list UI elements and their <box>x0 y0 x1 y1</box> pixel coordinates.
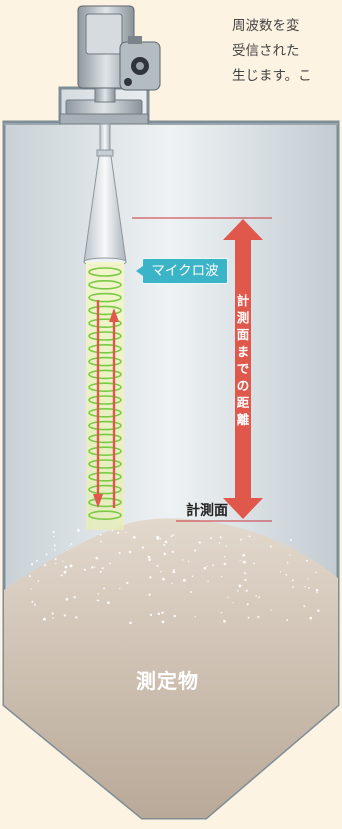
microwave-ring <box>88 279 122 290</box>
microwave-ring <box>88 484 122 495</box>
radar-sensor <box>59 5 161 125</box>
distance-label: 計測面までの距離 <box>236 293 250 427</box>
microwave-ring <box>88 459 122 469</box>
double-arrow-icon <box>223 219 263 519</box>
microwave-beam <box>86 262 124 530</box>
microwave-ring <box>88 382 122 393</box>
microwave-ring <box>88 356 122 367</box>
microwave-ring <box>88 331 122 341</box>
microwave-ring <box>88 471 122 482</box>
microwave-ring <box>88 267 122 277</box>
microwave-ring <box>88 446 122 457</box>
microwave-ring <box>88 395 122 405</box>
microwave-ring <box>88 433 122 444</box>
distance-indicator <box>132 217 272 522</box>
description-text: 周波数を変 受信された 生じます。こ <box>232 14 342 89</box>
reflection-arrows <box>93 300 119 508</box>
microwave-ring <box>88 292 122 303</box>
microwave-ring <box>88 318 122 329</box>
description-line: 生じます。こ <box>232 68 312 84</box>
microwave-ring <box>88 305 122 316</box>
description-line: 受信された <box>232 43 300 59</box>
description-line: 周波数を変 <box>232 18 300 34</box>
microwave-ring <box>88 497 122 508</box>
microwave-ring <box>88 343 122 354</box>
arrow-up-icon <box>109 308 119 322</box>
microwave-ring <box>88 407 122 418</box>
measurement-surface-label: 計測面 <box>186 503 228 519</box>
material-label: 測定物 <box>136 669 199 693</box>
arrow-down-icon <box>93 494 103 508</box>
microwave-ring <box>88 420 122 431</box>
microwave-ring <box>88 369 122 380</box>
microwave-ring <box>88 510 122 521</box>
measured-material <box>4 518 338 818</box>
microwave-callout: マイクロ波 <box>136 258 228 284</box>
